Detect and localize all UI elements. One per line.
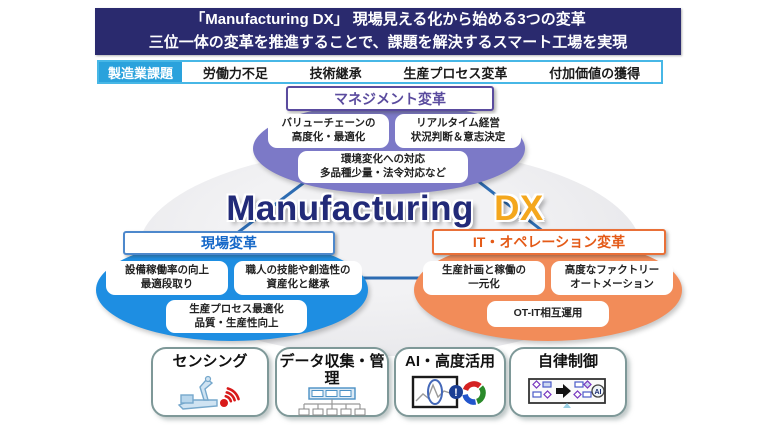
it-ops-bubble: OT-IT相互運用 <box>487 301 609 327</box>
bubble-text: 設備稼働率の向上 <box>125 264 209 277</box>
it-ops-title: IT・オペレーション変革 <box>472 234 626 250</box>
challenge-item: 生産プロセス変革 <box>403 65 508 81</box>
bubble-text: リアルタイム経営 <box>416 117 500 130</box>
management-bubble: バリューチェーンの 高度化・最適化 <box>268 114 389 148</box>
challenges-label: 製造業課題 <box>99 62 183 82</box>
alert-mark: ! <box>454 387 458 399</box>
bubble-text: 生産計画と稼働の <box>442 264 526 277</box>
bottom-box-data-collection: データ収集・管理 <box>275 347 389 417</box>
bottom-box-label: 自律制御 <box>537 353 598 370</box>
bubble-text: オートメーション <box>570 278 654 290</box>
title-line-2: 三位一体の変革を推進することで、課題を解決するスマート工場を実現 <box>148 33 628 51</box>
bubble-text: 環境変化への対応 <box>341 153 425 166</box>
challenges-items: 労働力不足 技術継承 生産プロセス変革 付加価値の獲得 <box>182 62 661 82</box>
bubble-text: 高度化・最適化 <box>291 131 366 143</box>
challenge-item: 技術継承 <box>309 65 362 81</box>
bubble-text: 職人の技能や創造性の <box>245 264 351 277</box>
it-ops-bubble: 高度なファクトリー オートメーション <box>551 261 673 295</box>
network-diagram-icon <box>296 387 368 419</box>
bubble-text: 資産化と継承 <box>266 278 330 290</box>
title-banner: 「Manufacturing DX」 現場見える化から始める3つの変革 三位一体… <box>95 8 681 55</box>
management-header: マネジメント変革 <box>286 86 494 111</box>
center-title: Manufacturing DX <box>170 189 600 229</box>
bubble-text: 一元化 <box>468 278 500 290</box>
ai-circle-label: AI <box>595 389 602 396</box>
bottom-box-label: AI・高度活用 <box>404 353 495 370</box>
genba-bubble: 生産プロセス最適化 品質・生産性向上 <box>166 300 307 333</box>
bottom-box-ai: AI・高度活用 ! <box>394 347 506 417</box>
bubble-text: 品質・生産性向上 <box>194 316 279 329</box>
management-title: マネジメント変革 <box>334 90 446 107</box>
genba-title: 現場変革 <box>201 235 257 251</box>
management-bubble: 環境変化への対応 多品種少量・法令対応など <box>298 151 468 183</box>
center-title-accent: DX <box>494 189 544 228</box>
center-title-main: Manufacturing <box>226 189 474 228</box>
bottom-box-autonomous-control: 自律制御 AI <box>509 347 627 417</box>
bubble-text: バリューチェーンの <box>281 117 376 130</box>
challenges-bar: 製造業課題 労働力不足 技術継承 生産プロセス変革 付加価値の獲得 <box>97 60 663 84</box>
genba-bubble: 職人の技能や創造性の 資産化と継承 <box>234 261 362 295</box>
bubble-text: 状況判断＆意志決定 <box>410 131 506 143</box>
bubble-text: 高度なファクトリー <box>564 264 660 277</box>
bubble-text: 最適段取り <box>140 278 194 290</box>
robot-arm-wireless-icon <box>174 371 246 416</box>
bubble-text: 生産プロセス最適化 <box>189 302 284 315</box>
genba-bubble: 設備稼働率の向上 最適段取り <box>106 261 228 295</box>
chart-analysis-cycle-icon: ! <box>411 371 489 416</box>
bubble-text: 多品種少量・法令対応など <box>320 167 446 179</box>
challenge-item: 付加価値の獲得 <box>549 65 641 81</box>
it-ops-bubble: 生産計画と稼働の 一元化 <box>423 261 545 295</box>
challenge-item: 労働力不足 <box>202 65 268 81</box>
title-line-1: 「Manufacturing DX」 現場見える化から始める3つの変革 <box>190 11 586 28</box>
management-bubble: リアルタイム経営 状況判断＆意志決定 <box>395 114 521 148</box>
bottom-box-label: データ収集・管理 <box>279 353 385 387</box>
genba-header: 現場変革 <box>123 231 335 255</box>
bottom-box-sensing: センシング <box>151 347 269 417</box>
bubble-text: OT-IT相互運用 <box>513 307 583 320</box>
it-ops-header: IT・オペレーション変革 <box>432 229 666 255</box>
control-flow-ai-icon: AI <box>527 371 609 416</box>
bottom-box-label: センシング <box>172 353 248 370</box>
